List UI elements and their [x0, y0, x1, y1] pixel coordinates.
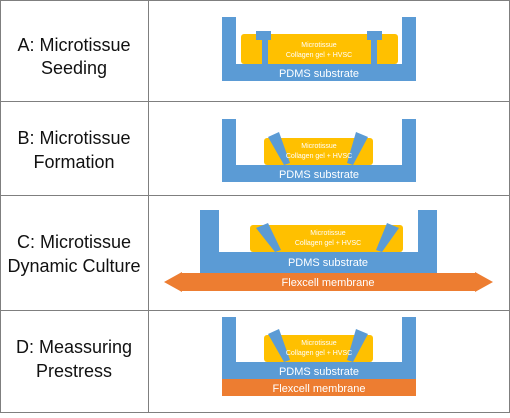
row-a-pdms-substrate: [222, 17, 416, 81]
row-a-microtissue: [241, 34, 398, 64]
row-a: A: Microtissue Seeding Microtissue Colla…: [17, 17, 416, 81]
row-a-label-line1: A: Microtissue: [17, 35, 130, 55]
row-d-label-line2: Prestress: [36, 361, 112, 381]
row-b-substrate-label: PDMS substrate: [279, 169, 359, 181]
row-b-pdms-substrate: [222, 119, 416, 182]
row-b-microtissue: [264, 138, 373, 165]
row-b-label-line2: Formation: [33, 152, 114, 172]
row-d-post-left: [268, 329, 290, 362]
row-c-microtissue: [250, 225, 403, 252]
row-d-membrane-label: Flexcell membrane: [273, 383, 366, 395]
row-a-post-right: [371, 37, 377, 64]
row-b: B: Microtissue Formation Microtissue Col…: [17, 119, 416, 182]
row-b-post-right: [347, 132, 368, 165]
row-b-microtissue-label-2: Collagen gel + HVSC: [286, 153, 352, 160]
row-b-microtissue-label-1: Microtissue: [301, 143, 337, 150]
row-a-label-line2: Seeding: [41, 58, 107, 78]
row-c-arrow-left: [164, 272, 182, 292]
row-c-pdms-substrate: [200, 210, 437, 273]
row-a-substrate-label: PDMS substrate: [279, 68, 359, 80]
row-c-membrane-label: Flexcell membrane: [282, 277, 375, 289]
row-c-post-right: [376, 223, 399, 252]
row-a-microtissue-label-2: Collagen gel + HVSC: [286, 52, 352, 59]
row-d: D: Meassuring Prestress Microtissue Coll…: [16, 317, 416, 396]
row-c-label-line1: C: Microtissue: [17, 232, 131, 252]
row-c-post-left: [256, 223, 281, 252]
row-c-label-line2: Dynamic Culture: [7, 256, 140, 276]
row-b-post-left: [268, 132, 290, 165]
row-d-microtissue-label-1: Microtissue: [301, 340, 337, 347]
row-c-microtissue-label-1: Microtissue: [310, 230, 346, 237]
row-d-pdms-substrate: [222, 317, 416, 379]
row-c: C: Microtissue Dynamic Culture Microtiss…: [7, 210, 493, 292]
row-c-microtissue-label-2: Collagen gel + HVSC: [295, 240, 361, 247]
row-d-substrate-label: PDMS substrate: [279, 366, 359, 378]
row-d-microtissue: [264, 335, 373, 362]
row-b-label-line1: B: Microtissue: [17, 128, 130, 148]
row-c-membrane: [180, 273, 477, 291]
row-a-post-cap-left: [256, 31, 271, 40]
row-d-label-line1: D: Meassuring: [16, 337, 132, 357]
row-d-membrane: [222, 379, 416, 396]
row-c-substrate-label: PDMS substrate: [288, 257, 368, 269]
row-a-microtissue-label-1: Microtissue: [301, 42, 337, 49]
row-a-post-left: [262, 37, 268, 64]
row-d-post-right: [347, 329, 368, 362]
row-a-post-cap-right: [367, 31, 382, 40]
row-c-arrow-right: [475, 272, 493, 292]
row-d-microtissue-label-2: Collagen gel + HVSC: [286, 350, 352, 357]
